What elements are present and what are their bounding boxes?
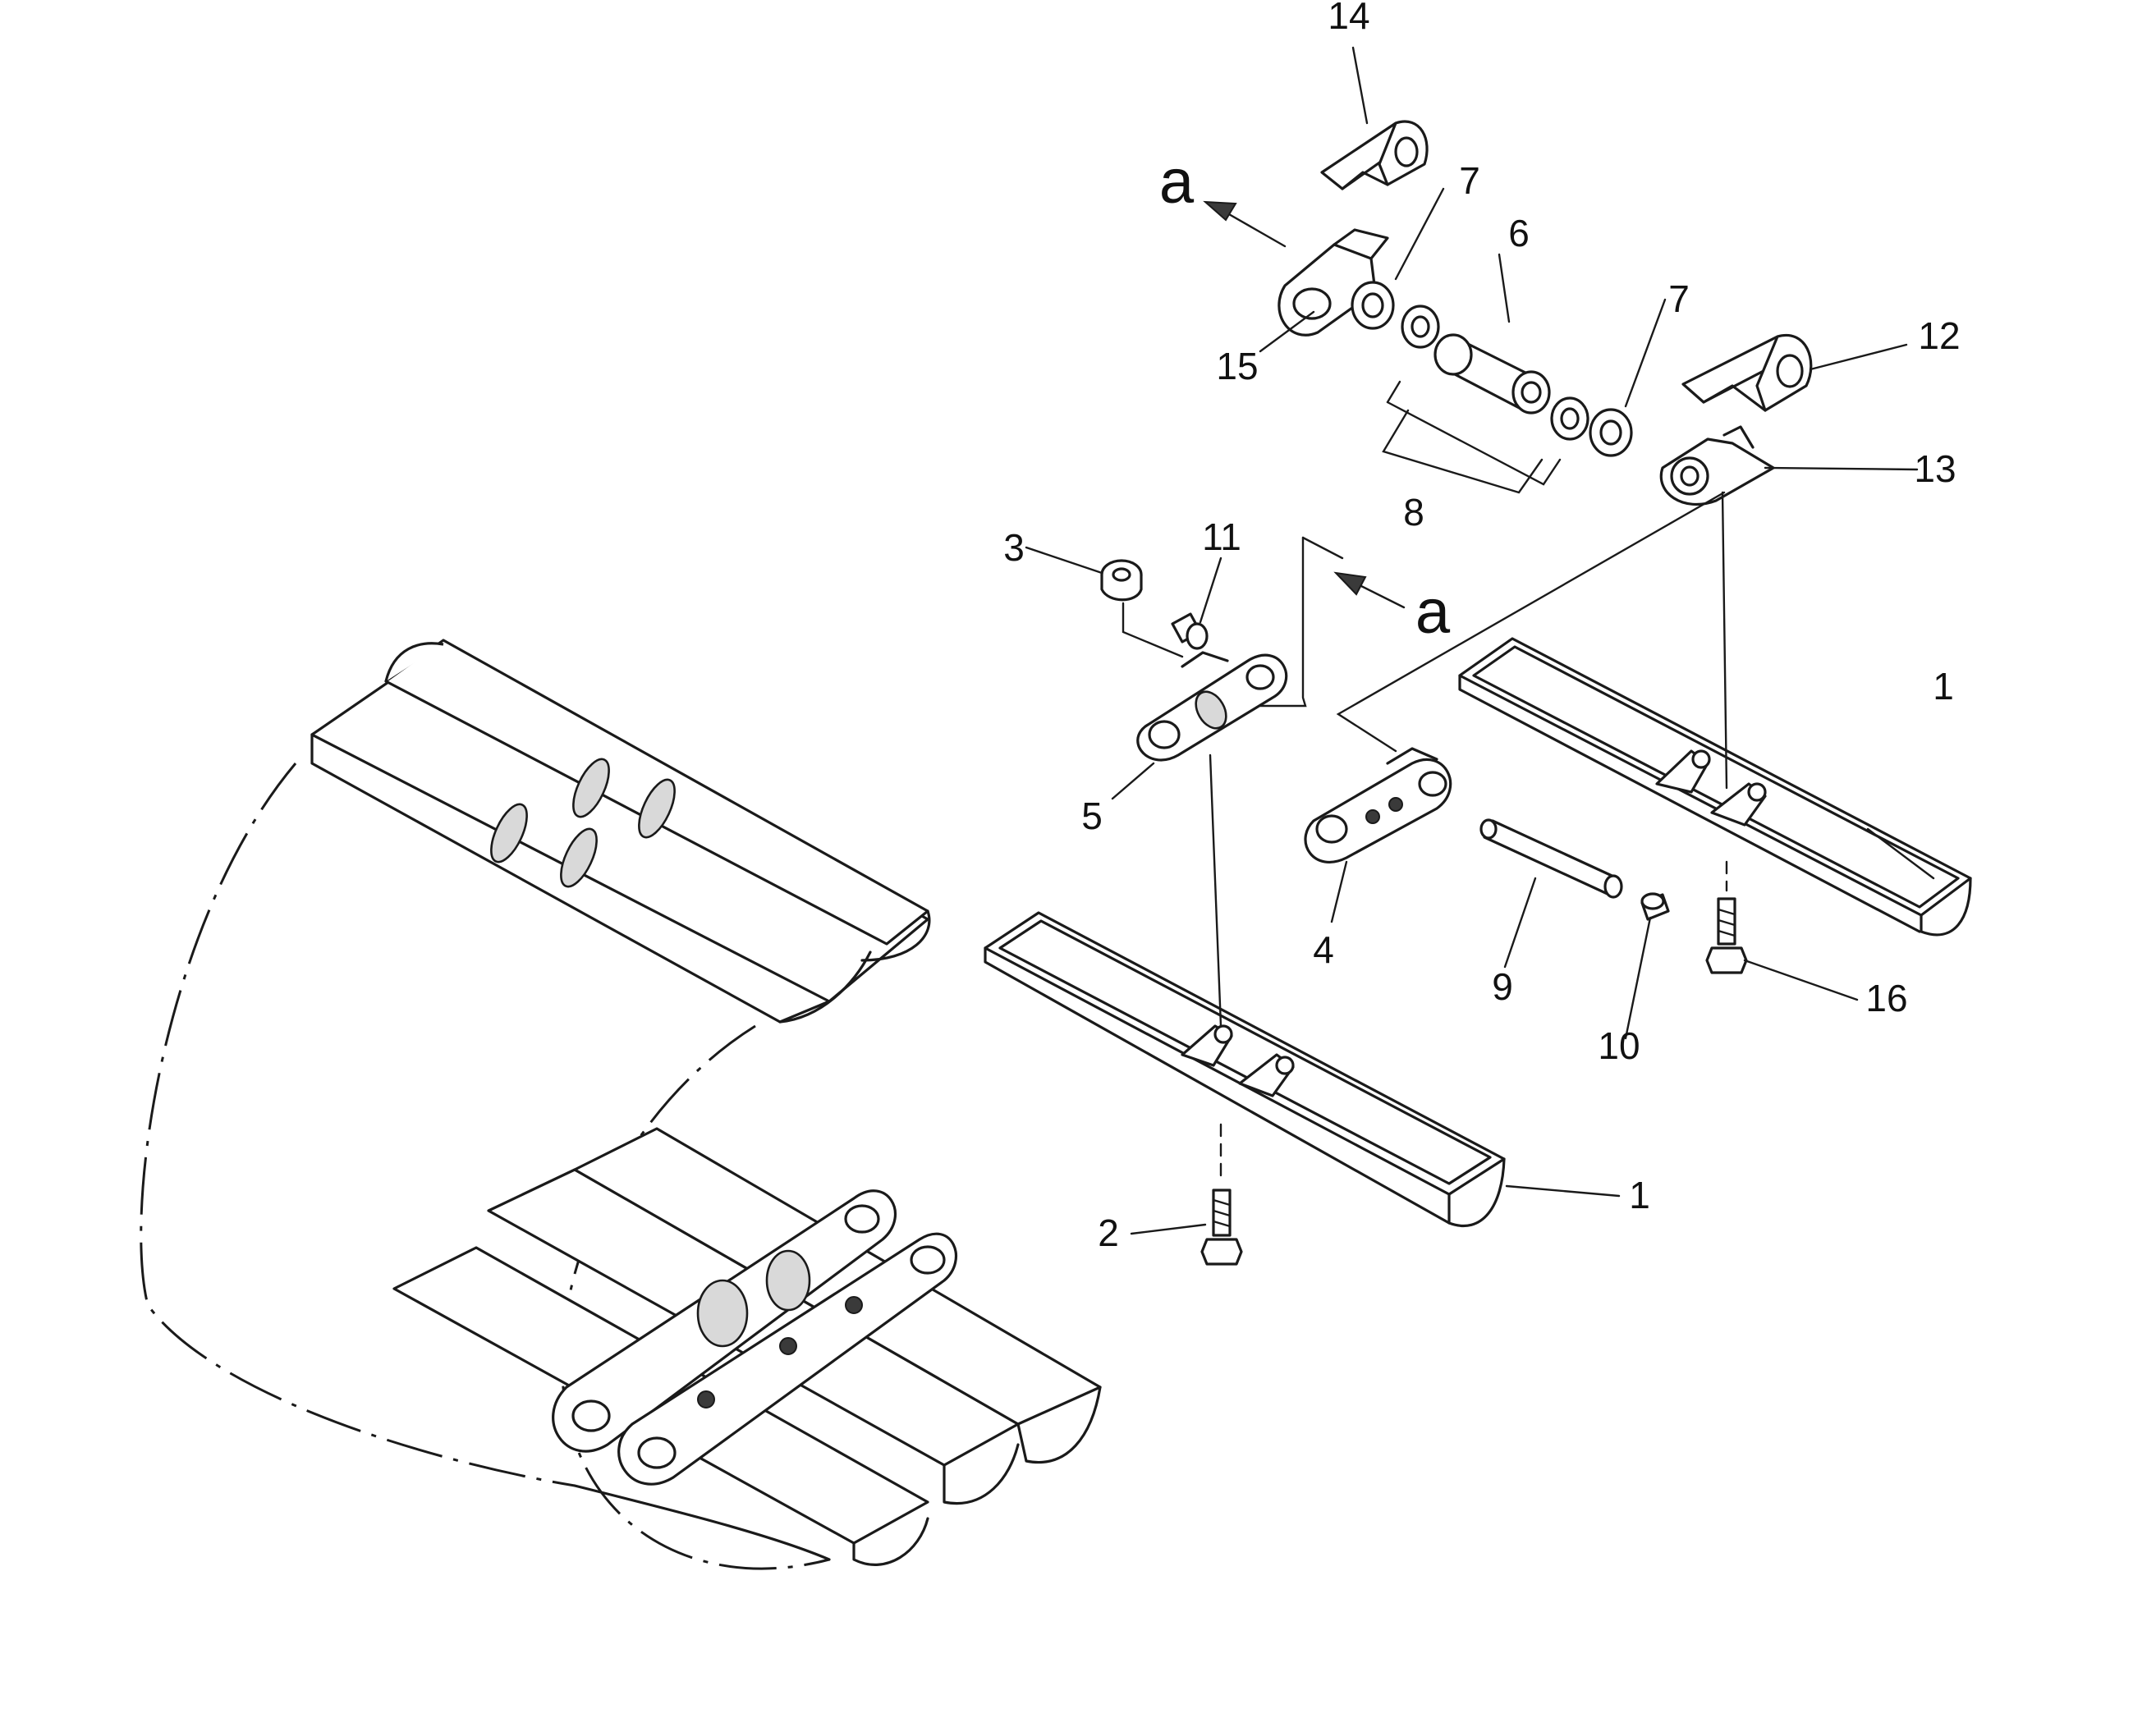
callout-15: 15 (1216, 345, 1258, 387)
view-marker-a-mid: a (1415, 577, 1451, 647)
part-10-stopper (1640, 892, 1670, 921)
part-15-link (1278, 228, 1389, 337)
leader-lines (1025, 46, 1935, 1235)
callout-2: 2 (1098, 1212, 1119, 1254)
track-shoe-lower (984, 911, 1506, 1228)
callout-13: 13 (1914, 447, 1956, 490)
callout-7-right: 7 (1668, 277, 1690, 320)
callout-16: 16 (1865, 977, 1907, 1019)
part-8-spacer-left (1401, 305, 1440, 349)
part-13-link (1659, 425, 1775, 506)
part-6-bushing (1433, 333, 1551, 415)
callout-11: 11 (1202, 515, 1241, 558)
callout-4: 4 (1313, 928, 1334, 971)
view-arrow-mid (1333, 571, 1406, 609)
assembled-link-inner (617, 1232, 958, 1486)
assembly-guide-lines (1122, 380, 1728, 1184)
callout-12: 12 (1918, 314, 1960, 357)
part-7-seal-right (1589, 408, 1633, 457)
part-4-link (1304, 747, 1452, 863)
assembled-track-view (140, 639, 1102, 1570)
callout-numbers: 14 7 15 6 7 12 13 8 3 11 1 5 4 9 16 10 1… (1003, 0, 1960, 1254)
part-16-bolt (1705, 897, 1748, 974)
callout-9: 9 (1492, 965, 1513, 1008)
callout-14: 14 (1328, 0, 1369, 37)
callout-10: 10 (1598, 1024, 1640, 1067)
part-5-link (1136, 651, 1288, 762)
callout-7-left: 7 (1459, 159, 1480, 202)
callout-8: 8 (1403, 491, 1424, 534)
view-arrow-top (1203, 200, 1287, 248)
part-11-bolt (1171, 612, 1209, 650)
callout-6: 6 (1508, 212, 1530, 254)
track-shoe-upper (1458, 637, 1972, 937)
idler-outline (140, 763, 576, 1487)
part-12-link (1681, 333, 1813, 412)
top-shoe-1 (310, 643, 929, 1003)
part-14-link (1320, 120, 1429, 190)
callout-5: 5 (1081, 795, 1103, 837)
part-8-spacer-right (1550, 396, 1589, 441)
callout-3: 3 (1003, 526, 1025, 569)
part-3-nut (1100, 559, 1143, 602)
callout-1-lower: 1 (1629, 1174, 1650, 1216)
part-9-pin (1479, 818, 1623, 899)
part-2-bolt (1200, 1189, 1243, 1266)
view-marker-a-top: a (1159, 147, 1195, 217)
callout-1-upper: 1 (1933, 665, 1954, 708)
part-7-seal-left (1351, 281, 1395, 330)
